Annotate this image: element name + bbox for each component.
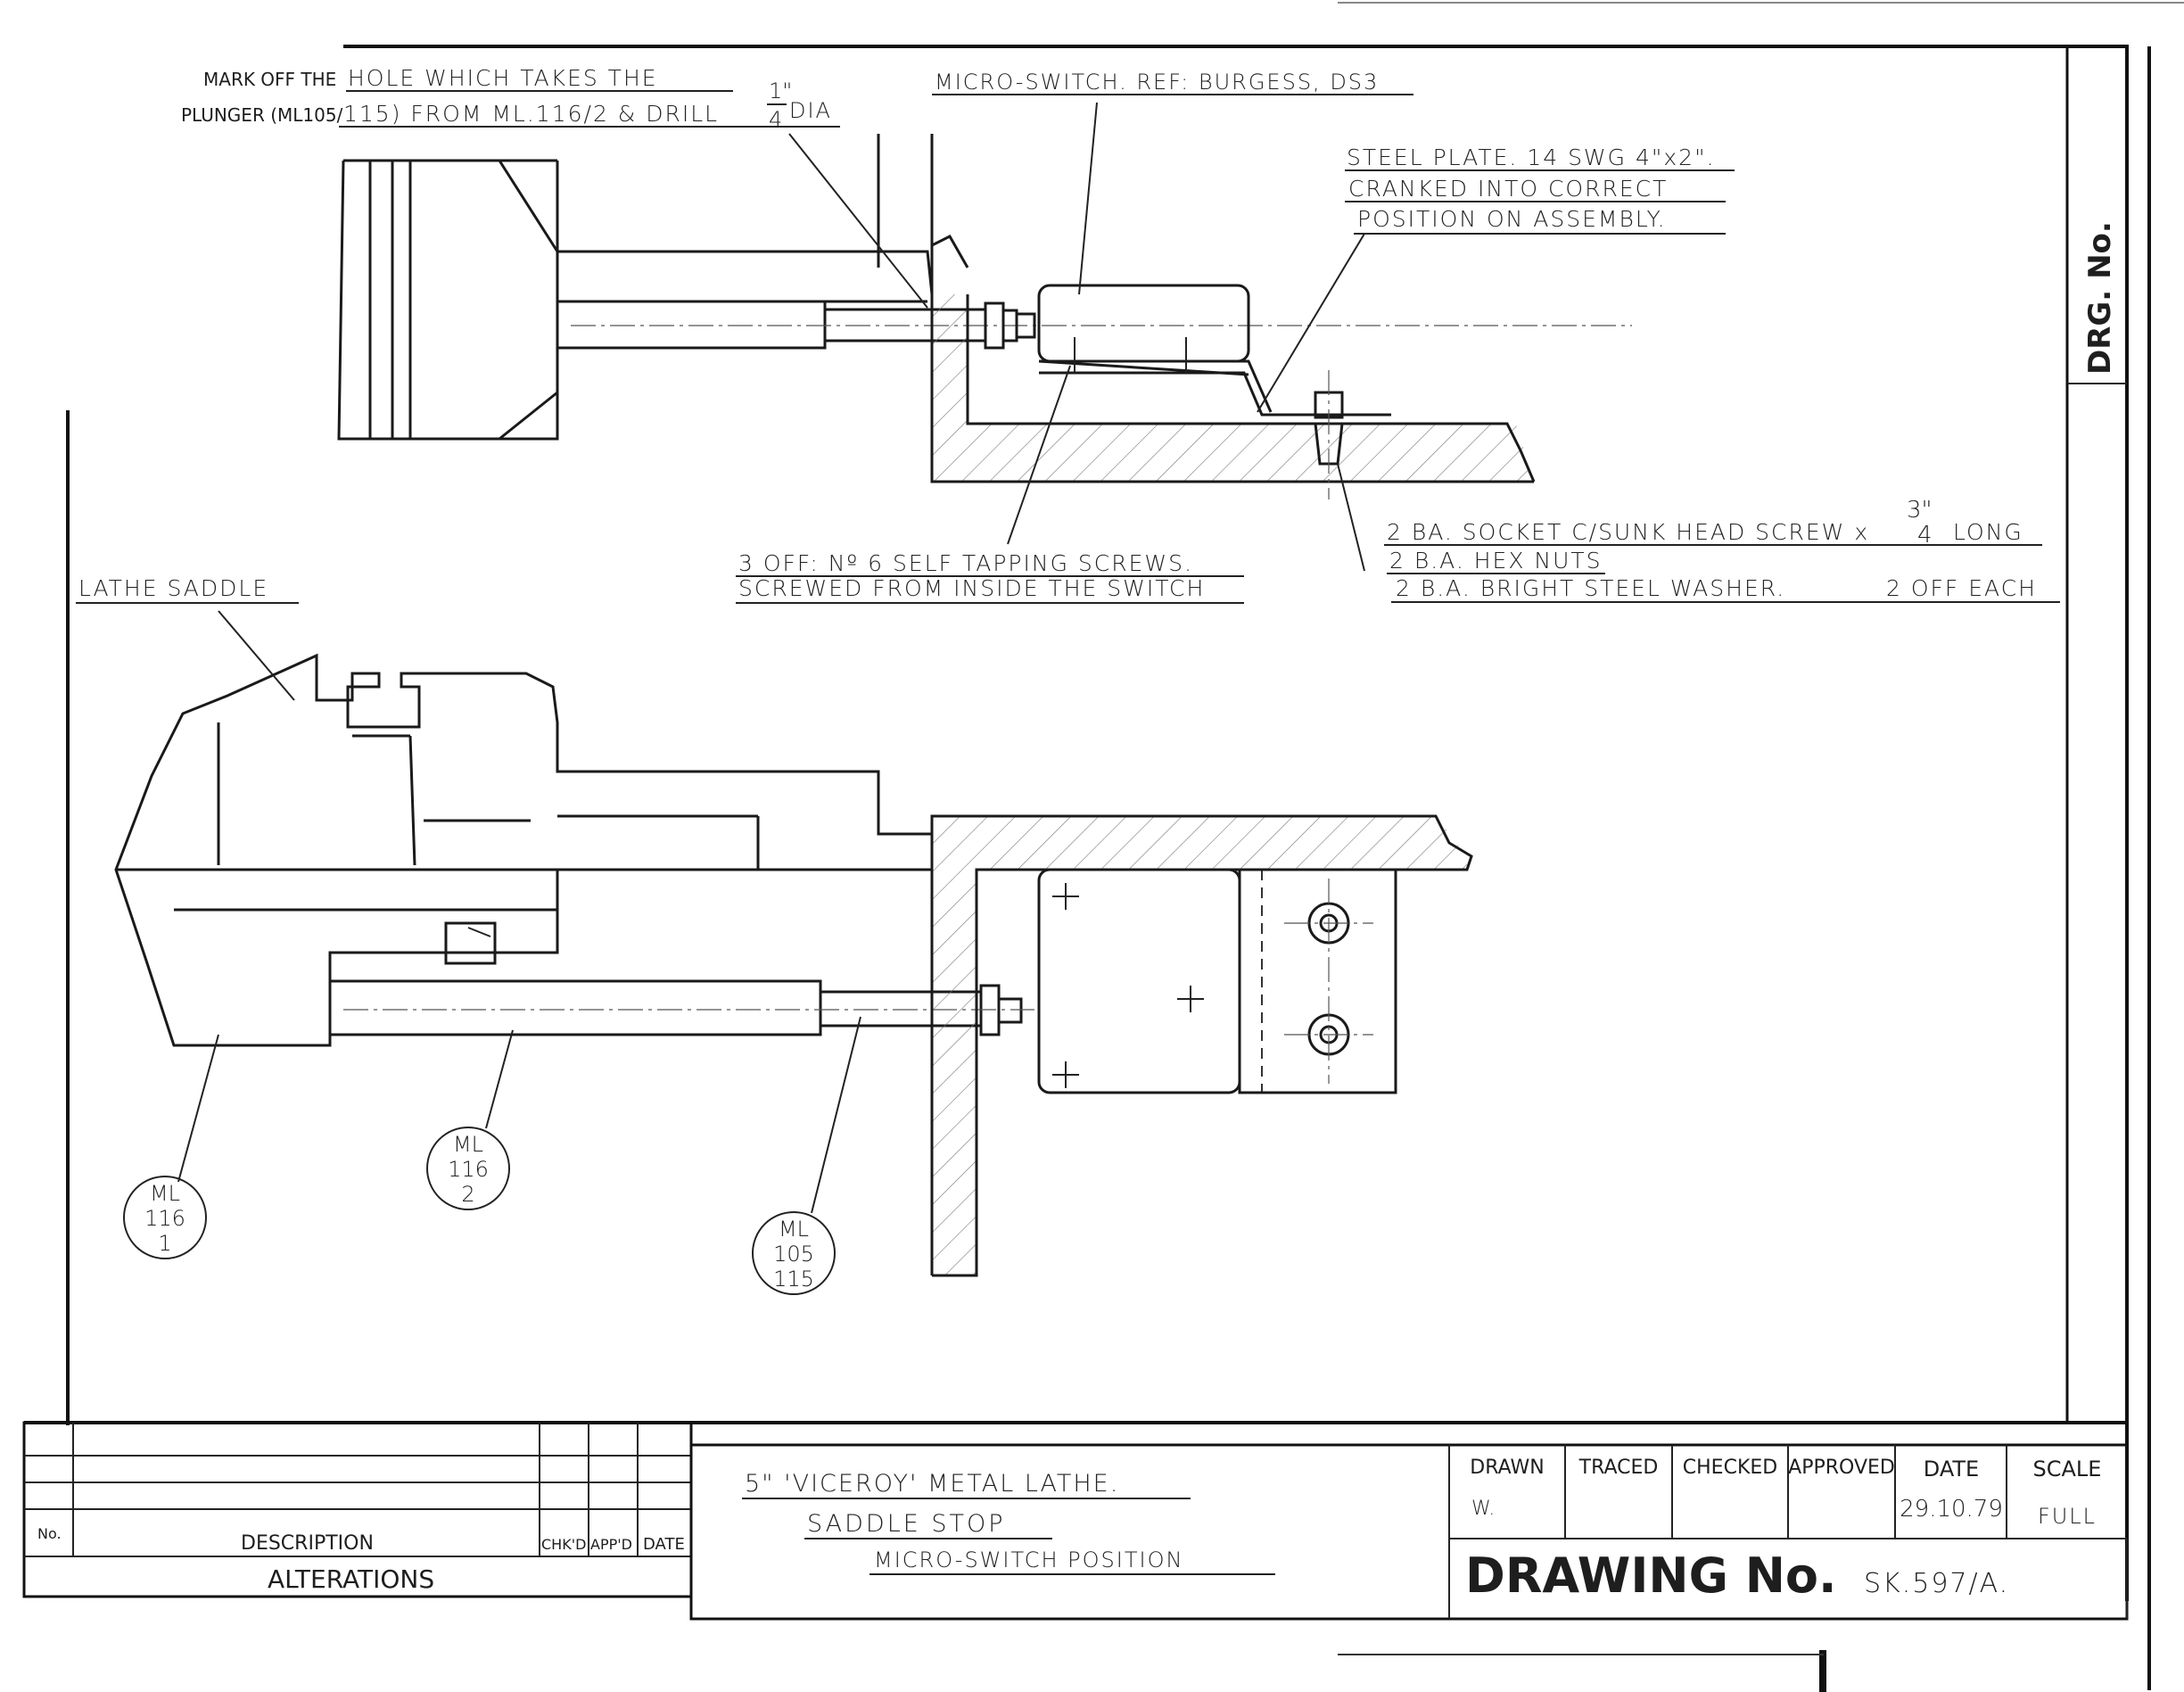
note-lathe-saddle: LATHE SADDLE	[78, 575, 268, 601]
col-drawn: DRAWN	[1470, 1457, 1544, 1479]
drawn-value: W.	[1471, 1498, 1495, 1520]
balloon-2-line1: ML	[453, 1132, 483, 1157]
col-checked: CHECKED	[1683, 1457, 1777, 1479]
scale-value: FULL	[2038, 1504, 2097, 1529]
note-steel-plate-2: CRANKED INTO CORRECT	[1348, 176, 1668, 202]
title-line-3: MICRO-SWITCH POSITION	[874, 1548, 1183, 1572]
note-mark-off: MARK OFF THE	[203, 69, 336, 90]
annotation-notes: MARK OFF THE HOLE WHICH TAKES THE PLUNGE…	[76, 65, 2060, 604]
drawing-no-value: SK.597/A.	[1864, 1568, 2009, 1599]
balloon-1-line3: 1	[158, 1231, 171, 1256]
note-dia-den: 4	[769, 107, 782, 132]
balloon-3-line1: ML	[779, 1217, 809, 1242]
balloon-1-line1: ML	[150, 1181, 180, 1206]
note-socket-frac-den: 4	[1917, 522, 1933, 549]
note-socket-2: 2 B.A. HEX NUTS	[1389, 548, 1603, 574]
side-view	[114, 610, 1473, 1295]
alt-col-date: DATE	[643, 1535, 685, 1554]
note-socket-1: 2 BA. SOCKET C/SUNK HEAD SCREW x	[1387, 519, 1869, 545]
title-block: 5" 'VICEROY' METAL LATHE. SADDLE STOP MI…	[689, 1443, 2129, 1621]
balloon-ml116-1	[123, 1176, 207, 1259]
balloon-ml116-2	[426, 1127, 510, 1210]
balloon-3-line2: 105	[773, 1242, 814, 1267]
note-socket-frac-num: 3"	[1907, 497, 1933, 524]
note-socket-3: 2 B.A. BRIGHT STEEL WASHER.	[1396, 575, 1785, 601]
col-approved: APPROVED	[1788, 1457, 1895, 1479]
note-socket-each: 2 OFF EACH	[1886, 575, 2037, 601]
note-hole-takes: HOLE WHICH TAKES THE	[348, 65, 658, 91]
alt-col-no: No.	[37, 1525, 62, 1542]
alterations-table: No. DESCRIPTION CHK'D APP'D DATE ALTERAT…	[22, 1421, 693, 1598]
note-from-drill: 115) FROM ML.116/2 & DRILL	[343, 101, 719, 127]
note-screws-1: 3 OFF: Nº 6 SELF TAPPING SCREWS.	[738, 550, 1193, 576]
col-scale: SCALE	[2033, 1457, 2102, 1482]
balloon-2-line3: 2	[461, 1182, 474, 1207]
title-line-2: SADDLE STOP	[807, 1510, 1006, 1538]
note-microswitch-ref: MICRO-SWITCH. REF: BURGESS, DS3	[935, 70, 1379, 95]
note-plunger: PLUNGER (ML105/	[181, 104, 343, 126]
top-view	[337, 102, 1632, 572]
note-steel-plate-1: STEEL PLATE. 14 SWG 4"x2".	[1347, 144, 1716, 170]
note-steel-plate-3: POSITION ON ASSEMBLY.	[1357, 206, 1667, 232]
note-dia-num: 1"	[769, 78, 792, 103]
note-socket-long: LONG	[1953, 519, 2023, 545]
alterations-footer: ALTERATIONS	[268, 1564, 434, 1594]
col-traced: TRACED	[1578, 1457, 1659, 1479]
balloon-2-line2: 116	[448, 1157, 489, 1182]
balloon-3-line3: 115	[773, 1267, 814, 1292]
date-value: 29.10.79	[1900, 1496, 2003, 1523]
col-date: DATE	[1924, 1457, 1979, 1482]
alt-col-appd: APP'D	[590, 1536, 632, 1553]
note-screws-2: SCREWED FROM INSIDE THE SWITCH	[738, 575, 1205, 601]
alt-col-chkd: CHK'D	[541, 1536, 586, 1553]
balloon-ml105-115	[752, 1211, 836, 1295]
alt-col-description: DESCRIPTION	[241, 1532, 374, 1555]
drg-no-side-label: DRG. No.	[2082, 221, 2118, 375]
balloon-1-line2: 116	[144, 1206, 185, 1231]
drawing-no-label: DRAWING No.	[1465, 1548, 1837, 1604]
title-line-1: 5" 'VICEROY' METAL LATHE.	[745, 1470, 1119, 1498]
note-dia-unit: DIA	[789, 98, 832, 123]
balloon-labels: ML 116 1 ML 116 2 ML 105 115	[144, 1132, 814, 1292]
